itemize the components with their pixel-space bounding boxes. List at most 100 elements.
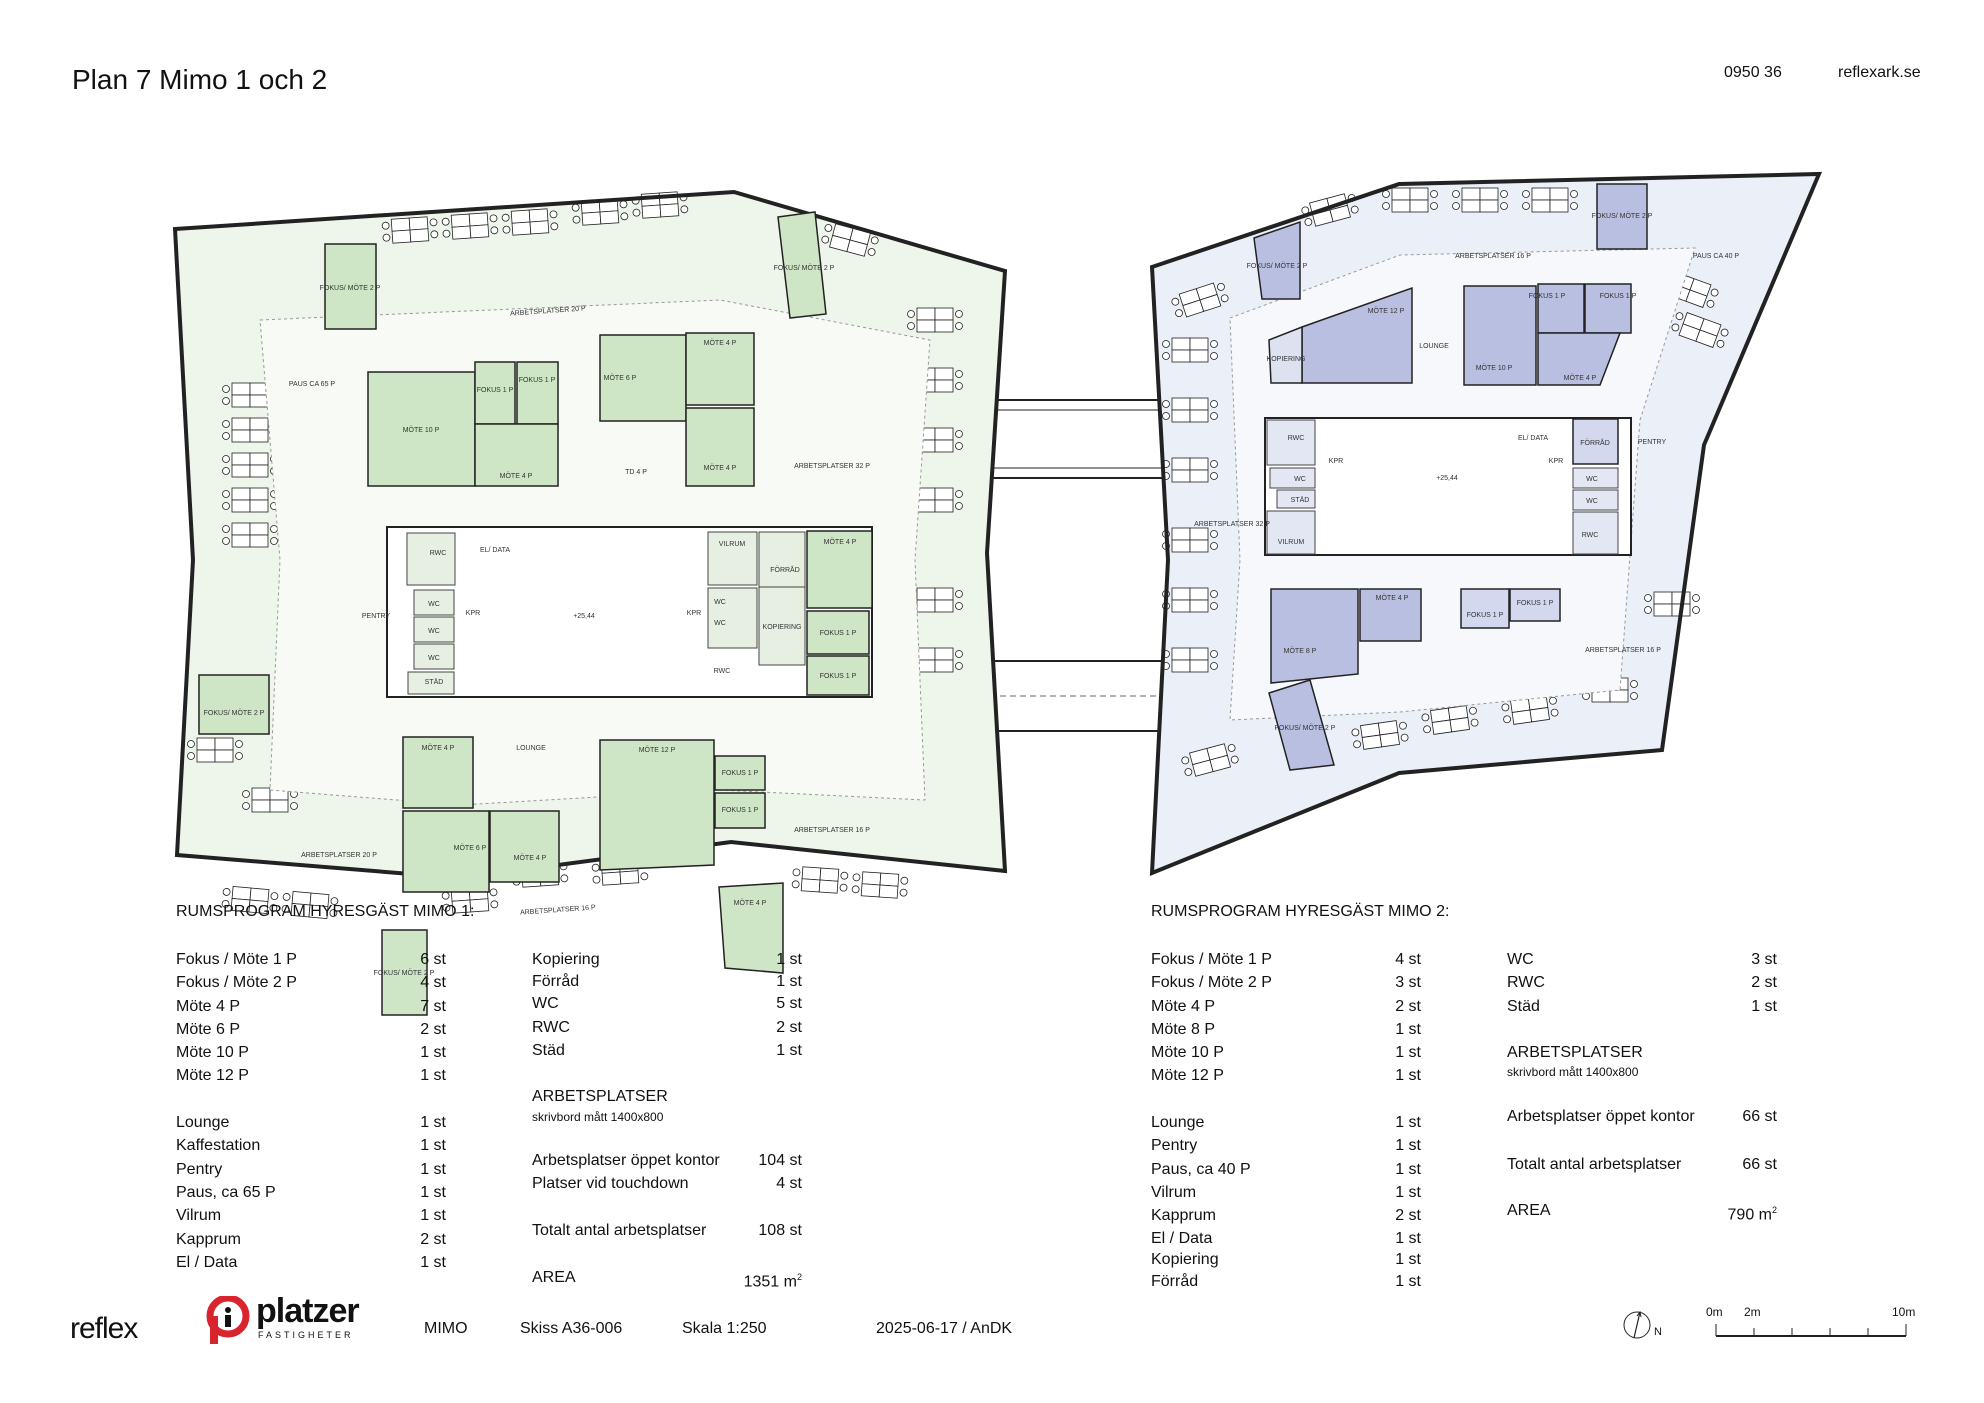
desk bbox=[249, 534, 269, 548]
drawing-scale: Skala 1:250 bbox=[682, 1320, 767, 1337]
room-label: FOKUS 1 P bbox=[1467, 612, 1504, 619]
desk bbox=[916, 499, 936, 513]
chair bbox=[1570, 190, 1578, 198]
chair bbox=[824, 224, 833, 232]
item-value: 1 st bbox=[776, 1041, 802, 1059]
chair bbox=[1220, 294, 1229, 303]
desk bbox=[878, 884, 899, 899]
chair bbox=[1644, 606, 1652, 614]
desk bbox=[1189, 409, 1209, 423]
desk bbox=[469, 224, 490, 239]
chair bbox=[269, 904, 278, 912]
chair bbox=[270, 525, 278, 533]
item-value: 1 st bbox=[1751, 997, 1777, 1015]
desk-cluster bbox=[1501, 695, 1559, 725]
workplaces-note: skrivbord mått 1400x800 bbox=[1507, 1064, 1777, 1084]
desk bbox=[1189, 337, 1209, 351]
item-label: Kapprum bbox=[1151, 1207, 1216, 1225]
item-label: Förråd bbox=[1151, 1272, 1199, 1290]
desk bbox=[249, 429, 269, 443]
desk-cluster bbox=[441, 212, 499, 240]
item-value: 1 st bbox=[420, 1183, 446, 1201]
item-label: AREA bbox=[532, 1268, 576, 1286]
item-label: Städ bbox=[532, 1041, 565, 1059]
desk-cluster bbox=[791, 866, 849, 894]
desk bbox=[1653, 603, 1673, 617]
item-label: Totalt antal arbetsplatser bbox=[532, 1222, 707, 1240]
chair bbox=[821, 235, 830, 244]
item-value: 2 st bbox=[776, 1018, 802, 1036]
scalebar-label: 0m bbox=[1706, 1305, 1723, 1319]
chair bbox=[1210, 460, 1218, 468]
desk bbox=[1171, 409, 1191, 423]
desk bbox=[511, 221, 532, 236]
item-value: 1 st bbox=[1395, 1067, 1421, 1085]
item-label: Arbetsplatser öppet kontor bbox=[532, 1151, 720, 1169]
area-label: LOUNGE bbox=[1419, 343, 1449, 350]
desk bbox=[860, 883, 881, 898]
chair bbox=[490, 900, 499, 909]
area-label: ARBETSPLATSER 32 P bbox=[1194, 521, 1270, 528]
date-author: 2025-06-17 / AnDK bbox=[876, 1320, 1013, 1337]
chair bbox=[1549, 696, 1557, 705]
room-label: FOKUS/ MÖTE 2 P bbox=[320, 284, 381, 292]
chair bbox=[1210, 352, 1218, 360]
room-label: MÖTE 12 P bbox=[639, 746, 676, 754]
chair bbox=[1210, 472, 1218, 480]
desk bbox=[1189, 587, 1209, 601]
item-label: Möte 12 P bbox=[1151, 1067, 1224, 1085]
desk bbox=[1189, 349, 1209, 363]
desk bbox=[934, 659, 954, 673]
chair bbox=[550, 222, 559, 231]
platzer-wordmark: platzer bbox=[256, 1292, 360, 1330]
item-label: WC bbox=[532, 995, 559, 1013]
desk bbox=[214, 737, 234, 751]
chair bbox=[1227, 744, 1236, 752]
item-label: AREA bbox=[1507, 1202, 1551, 1220]
chair bbox=[221, 899, 230, 908]
item-value: 1 st bbox=[1395, 1020, 1421, 1038]
chair bbox=[382, 233, 391, 242]
area-label: TD 4 P bbox=[625, 469, 647, 476]
item-value: 66 st bbox=[1742, 1155, 1777, 1173]
desk bbox=[599, 210, 620, 225]
chair bbox=[851, 885, 860, 894]
sketch-number: Skiss A36-006 bbox=[520, 1320, 623, 1337]
room-label: FOKUS 1 P bbox=[1517, 600, 1554, 607]
chair bbox=[187, 752, 195, 760]
desk-cluster bbox=[1351, 720, 1409, 750]
item-value: 4 st bbox=[776, 1175, 802, 1193]
chair bbox=[955, 370, 963, 378]
chair bbox=[1671, 323, 1680, 332]
area-label: +25,44 bbox=[1436, 475, 1458, 482]
chair bbox=[955, 490, 963, 498]
chair bbox=[1162, 352, 1170, 360]
desk bbox=[1461, 187, 1481, 201]
desk bbox=[1199, 293, 1222, 312]
chair bbox=[1430, 202, 1438, 210]
item-value: 1 st bbox=[1395, 1250, 1421, 1268]
mimo2-program-heading: RUMSPROGRAM HYRESGÄST MIMO 2: bbox=[1151, 903, 1450, 920]
desk-cluster bbox=[1171, 282, 1229, 318]
desk bbox=[581, 211, 602, 226]
item-value: 790 m bbox=[1727, 1206, 1772, 1224]
chair bbox=[1570, 202, 1578, 210]
chair bbox=[1175, 309, 1183, 318]
chair bbox=[955, 322, 963, 330]
room-label: MÖTE 4 P bbox=[422, 744, 455, 752]
desk bbox=[1171, 539, 1191, 553]
room-label: FOKUS 1 P bbox=[820, 630, 857, 637]
desk bbox=[934, 647, 954, 661]
desk bbox=[1479, 187, 1499, 201]
